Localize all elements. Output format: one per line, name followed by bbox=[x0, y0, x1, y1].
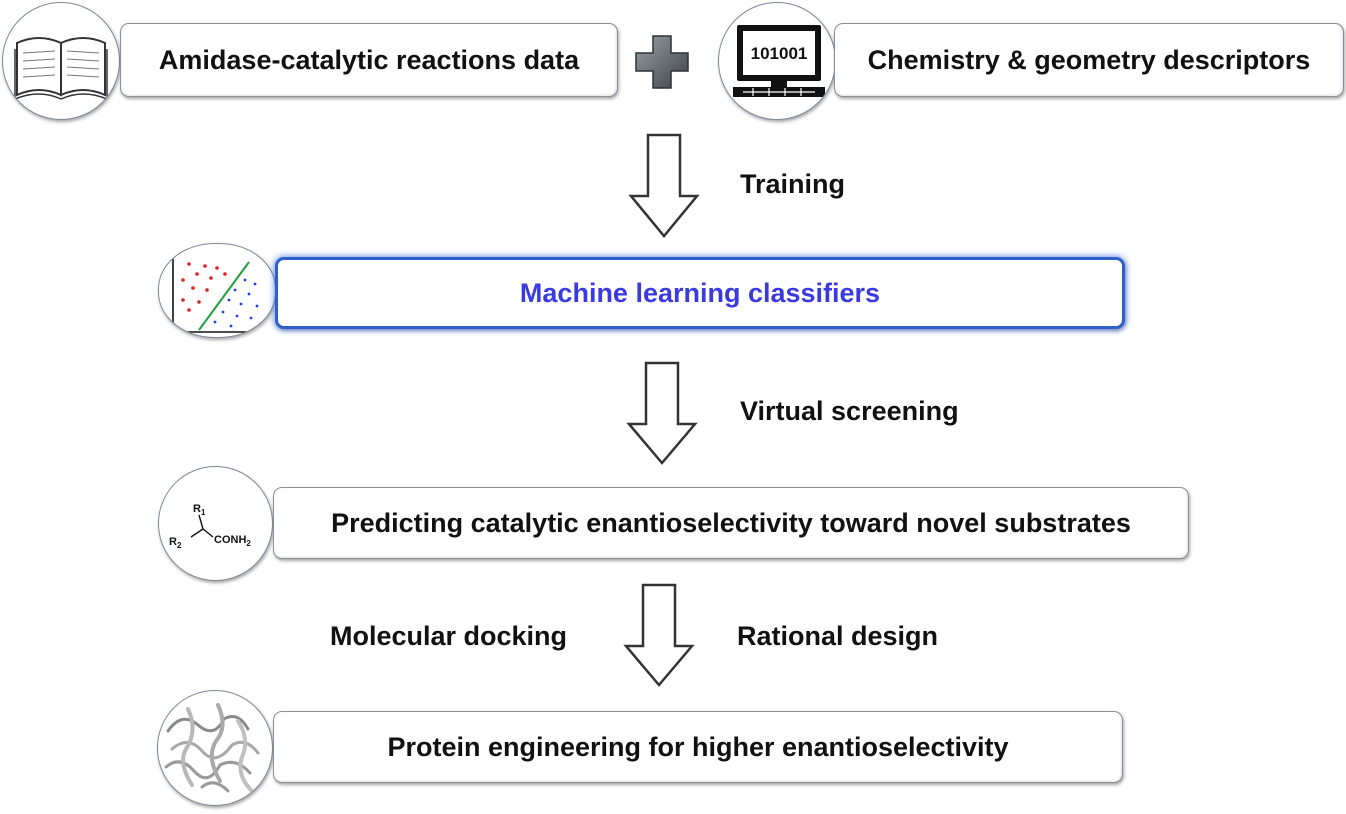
data-box: Amidase-catalytic reactions data bbox=[120, 23, 618, 97]
prediction-box: Predicting catalytic enantioselectivity … bbox=[273, 487, 1189, 559]
r1-text: R1 bbox=[193, 503, 206, 517]
virtual-screening-label: Virtual screening bbox=[740, 396, 959, 426]
down-arrow-docking bbox=[623, 583, 695, 687]
down-arrow-screening bbox=[626, 361, 698, 465]
molecule-structure-icon: R1 R2 CONH2 bbox=[158, 466, 273, 581]
ml-classifiers-label: Machine learning classifiers bbox=[519, 277, 881, 308]
descriptors-box: Chemistry & geometry descriptors bbox=[834, 23, 1344, 97]
data-label: Amidase-catalytic reactions data bbox=[158, 44, 580, 75]
training-label: Training bbox=[740, 169, 846, 199]
protein-structure-icon bbox=[157, 690, 273, 806]
protein-engineering-box: Protein engineering for higher enantiose… bbox=[273, 711, 1123, 783]
rational-design-label: Rational design bbox=[737, 621, 939, 651]
protein-engineering-label: Protein engineering for higher enantiose… bbox=[387, 731, 1009, 762]
computer-screen-text: 101001 bbox=[751, 44, 808, 63]
ml-classifiers-box: Machine learning classifiers bbox=[275, 257, 1125, 329]
r2-text: R2 bbox=[169, 536, 182, 550]
computer-icon: 101001 bbox=[718, 2, 836, 120]
down-arrow-training bbox=[628, 133, 700, 238]
molecular-docking-label: Molecular docking bbox=[330, 621, 568, 651]
prediction-label: Predicting catalytic enantioselectivity … bbox=[331, 507, 1131, 538]
conh2-text: CONH2 bbox=[214, 534, 251, 548]
book-icon bbox=[2, 2, 120, 120]
descriptors-label: Chemistry & geometry descriptors bbox=[867, 44, 1311, 75]
scatter-plot-icon bbox=[158, 243, 276, 338]
plus-icon bbox=[632, 32, 692, 92]
